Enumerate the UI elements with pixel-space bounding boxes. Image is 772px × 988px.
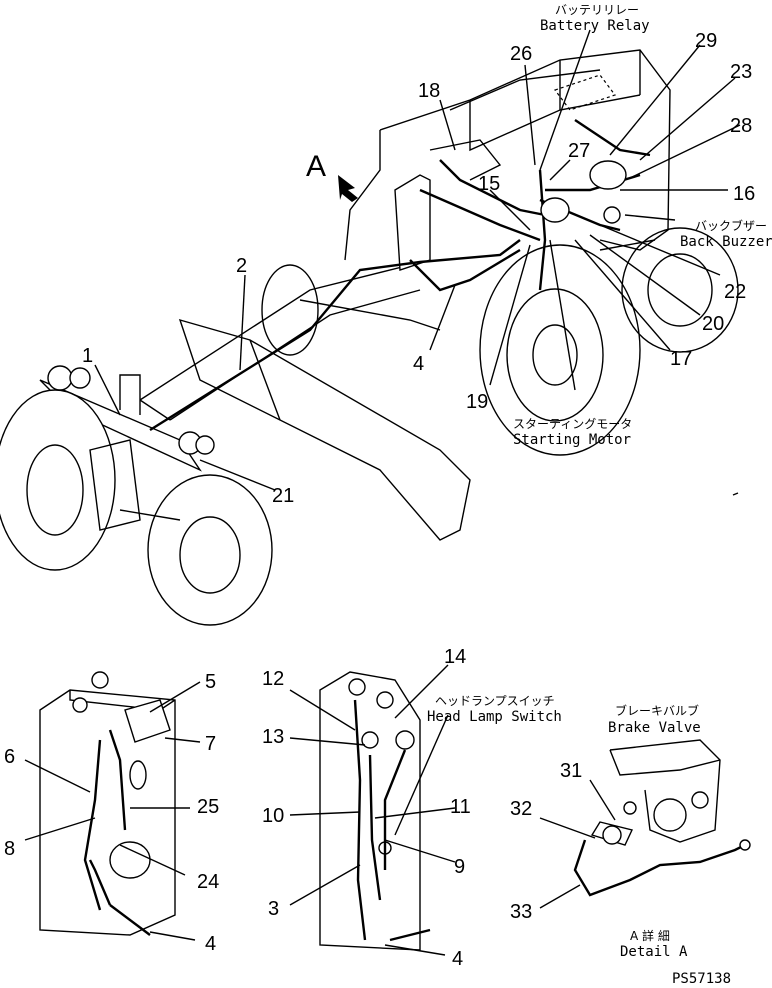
machine-illustration [0,49,739,626]
callout-7: 7 [205,733,216,755]
leader-lines-main [94,29,741,491]
detail-label: Detail A [620,944,688,960]
callout-2: 2 [236,255,247,277]
callout-33: 33 [510,901,532,923]
callout-4-main: 4 [413,353,424,375]
callout-24: 24 [197,871,219,893]
callout-6: 6 [4,746,15,768]
view-arrow-label: A [306,150,326,183]
panel-left-illustration [24,671,201,941]
panel-middle-illustration [289,664,456,956]
battery-relay-label: Battery Relay [540,18,650,34]
back-buzzer-label: Back Buzzer [680,234,772,250]
panel-detail-illustration [539,739,751,909]
callout-18: 18 [418,80,440,102]
callout-31: 31 [560,760,582,782]
callout-27: 27 [568,140,590,162]
callout-15: 15 [478,173,500,195]
callout-5: 5 [205,671,216,693]
head-lamp-switch-label: Head Lamp Switch [427,709,562,725]
callout-25: 25 [197,796,219,818]
callout-10: 10 [262,805,284,827]
callout-4-left: 4 [205,933,216,955]
callout-16: 16 [733,183,755,205]
callout-numbers: 1 2 4 18 15 19 21 26 27 29 23 28 16 22 2… [4,30,755,970]
callout-8: 8 [4,838,15,860]
detail-label-jp: A 詳 細 [630,928,670,943]
callout-19: 19 [466,391,488,413]
callout-12: 12 [262,668,284,690]
callout-13: 13 [262,726,284,748]
back-buzzer-label-jp: バックブザー [695,218,767,233]
callout-4-middle: 4 [452,948,463,970]
starting-motor-label: Starting Motor [513,432,631,448]
head-lamp-switch-label-jp: ヘッドランプスイッチ [435,694,555,708]
callout-20: 20 [702,313,724,335]
brake-valve-label: Brake Valve [608,720,701,736]
callout-3: 3 [268,898,279,920]
brake-valve-label-jp: ブレーキバルブ [615,703,699,718]
component-labels: A バッテリリレー Battery Relay バックブザー Back Buzz… [306,3,772,987]
callout-1: 1 [82,345,93,367]
callout-9: 9 [454,856,465,878]
callout-23: 23 [730,61,752,83]
starting-motor-label-jp: スターティングモータ [513,417,632,431]
callout-22: 22 [724,281,746,303]
battery-relay-label-jp: バッテリリレー [555,3,639,17]
callout-32: 32 [510,798,532,820]
figure-code: PS57138 [672,971,731,987]
callout-17: 17 [670,348,692,370]
callout-21: 21 [272,485,294,507]
callout-11: 11 [450,796,471,818]
callout-14: 14 [444,646,466,668]
callout-29: 29 [695,30,717,52]
callout-26: 26 [510,43,532,65]
callout-28: 28 [730,115,752,137]
